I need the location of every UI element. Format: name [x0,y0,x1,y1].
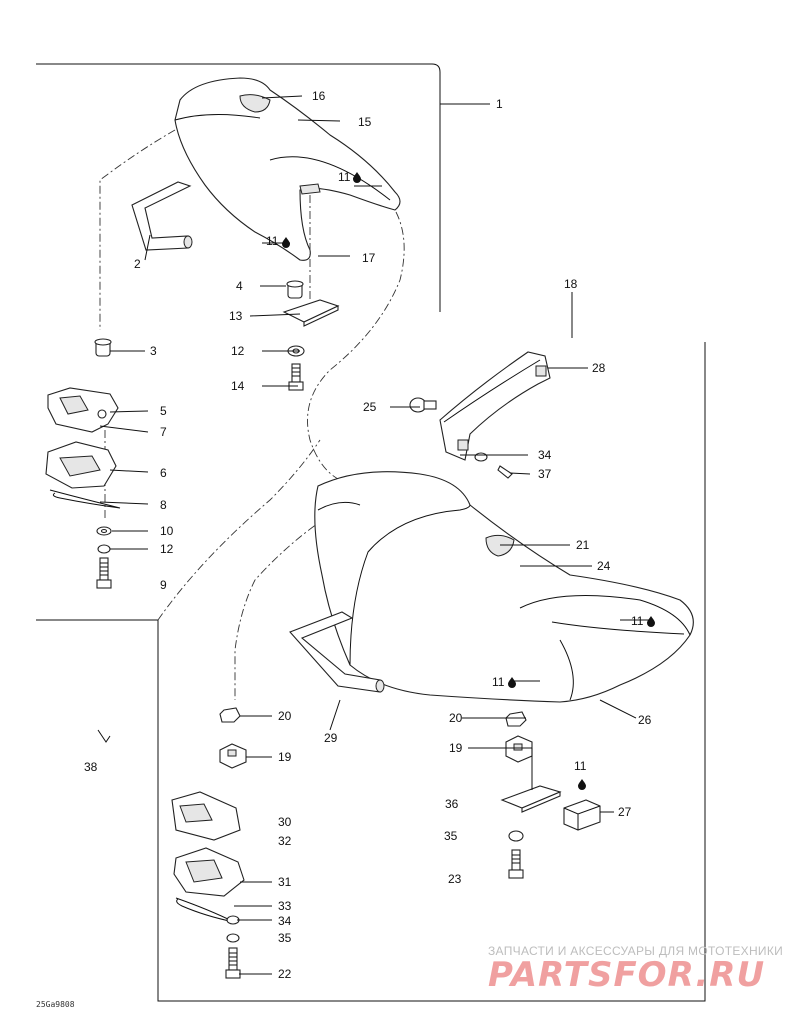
callout-20-b: 20 [449,711,463,725]
callout-15: 15 [358,115,372,129]
callout-labels: 1 2 3 4 5 6 7 8 9 10 11 11 11 11 11 12 1… [84,89,652,981]
callout-22: 22 [278,967,292,981]
callout-28: 28 [592,361,606,375]
bolt-23 [508,849,524,879]
callout-2: 2 [134,257,141,271]
frame-lines [36,63,706,1002]
callout-1: 1 [496,97,503,111]
callout-8: 8 [160,498,167,512]
callout-16: 16 [312,89,326,103]
callout-34-a: 34 [538,448,552,462]
clip-38 [97,729,111,743]
callout-11-e: 11 [574,759,587,773]
callout-19-b: 19 [449,741,463,755]
grab-handle [439,351,551,461]
callout-21: 21 [576,538,590,552]
callout-10: 10 [160,524,174,538]
bumper-3 [94,338,112,357]
callout-38: 38 [84,760,98,774]
callout-12-a: 12 [231,344,245,358]
block-19a [219,743,247,769]
block-19b [505,735,533,763]
callout-18: 18 [564,277,578,291]
bumper-4 [286,280,304,299]
main-seat [314,471,694,703]
rod-2 [131,181,193,251]
leader-lines [99,95,650,975]
callout-23: 23 [448,872,462,886]
callout-11-d: 11 [492,675,505,689]
callout-36: 36 [445,797,459,811]
screw-37 [497,465,513,479]
callout-12-b: 12 [160,542,174,556]
washer-12b [97,544,111,554]
callout-24: 24 [597,559,611,573]
callout-3: 3 [150,344,157,358]
latch-5-7 [47,387,119,433]
callout-5: 5 [160,404,167,418]
callout-19-a: 19 [278,750,292,764]
cable-8 [49,489,121,509]
callout-11-c: 11 [631,614,644,628]
callout-35-a: 35 [278,931,292,945]
callout-11-b: 11 [266,234,279,248]
callout-20-a: 20 [278,709,292,723]
callout-33: 33 [278,899,292,913]
latch-30-32 [171,791,241,841]
plate-36 [500,785,562,813]
callout-30: 30 [278,815,292,829]
callout-9: 9 [160,578,167,592]
rod-29 [289,611,385,693]
nut-20b [505,711,527,727]
cable-33 [175,897,235,923]
callout-34-b: 34 [278,914,292,928]
nut-20a [219,707,241,723]
housing-6 [45,441,117,489]
washer-35b [508,830,524,842]
drawing-code: 25Ga9808 [36,1000,75,1009]
callout-4: 4 [236,279,243,293]
callout-25: 25 [363,400,377,414]
callout-17: 17 [362,251,376,265]
knob-25 [409,397,437,413]
washer-34 [474,452,488,462]
watermark-title: ЗАПЧАСТИ И АКСЕССУАРЫ ДЛЯ МОТОТЕХНИКИ [488,944,784,958]
washer-35a [226,933,240,943]
callout-27: 27 [618,805,632,819]
housing-31 [173,847,245,897]
callout-14: 14 [231,379,245,393]
callout-11-a: 11 [338,170,351,184]
callout-6: 6 [160,466,167,480]
bolt-9 [96,557,112,589]
passenger-seat [174,77,401,300]
plate-13 [282,299,340,327]
pad-27 [563,799,601,831]
callout-31: 31 [278,875,292,889]
nut-10 [96,526,112,536]
watermark-logo: PARTSFOR.RU [488,955,766,995]
bolt-22 [225,947,241,979]
callout-35-b: 35 [444,829,458,843]
callout-29: 29 [324,731,338,745]
callout-32: 32 [278,834,292,848]
callout-7: 7 [160,425,167,439]
callout-13: 13 [229,309,243,323]
callout-37: 37 [538,467,552,481]
callout-26: 26 [638,713,652,727]
